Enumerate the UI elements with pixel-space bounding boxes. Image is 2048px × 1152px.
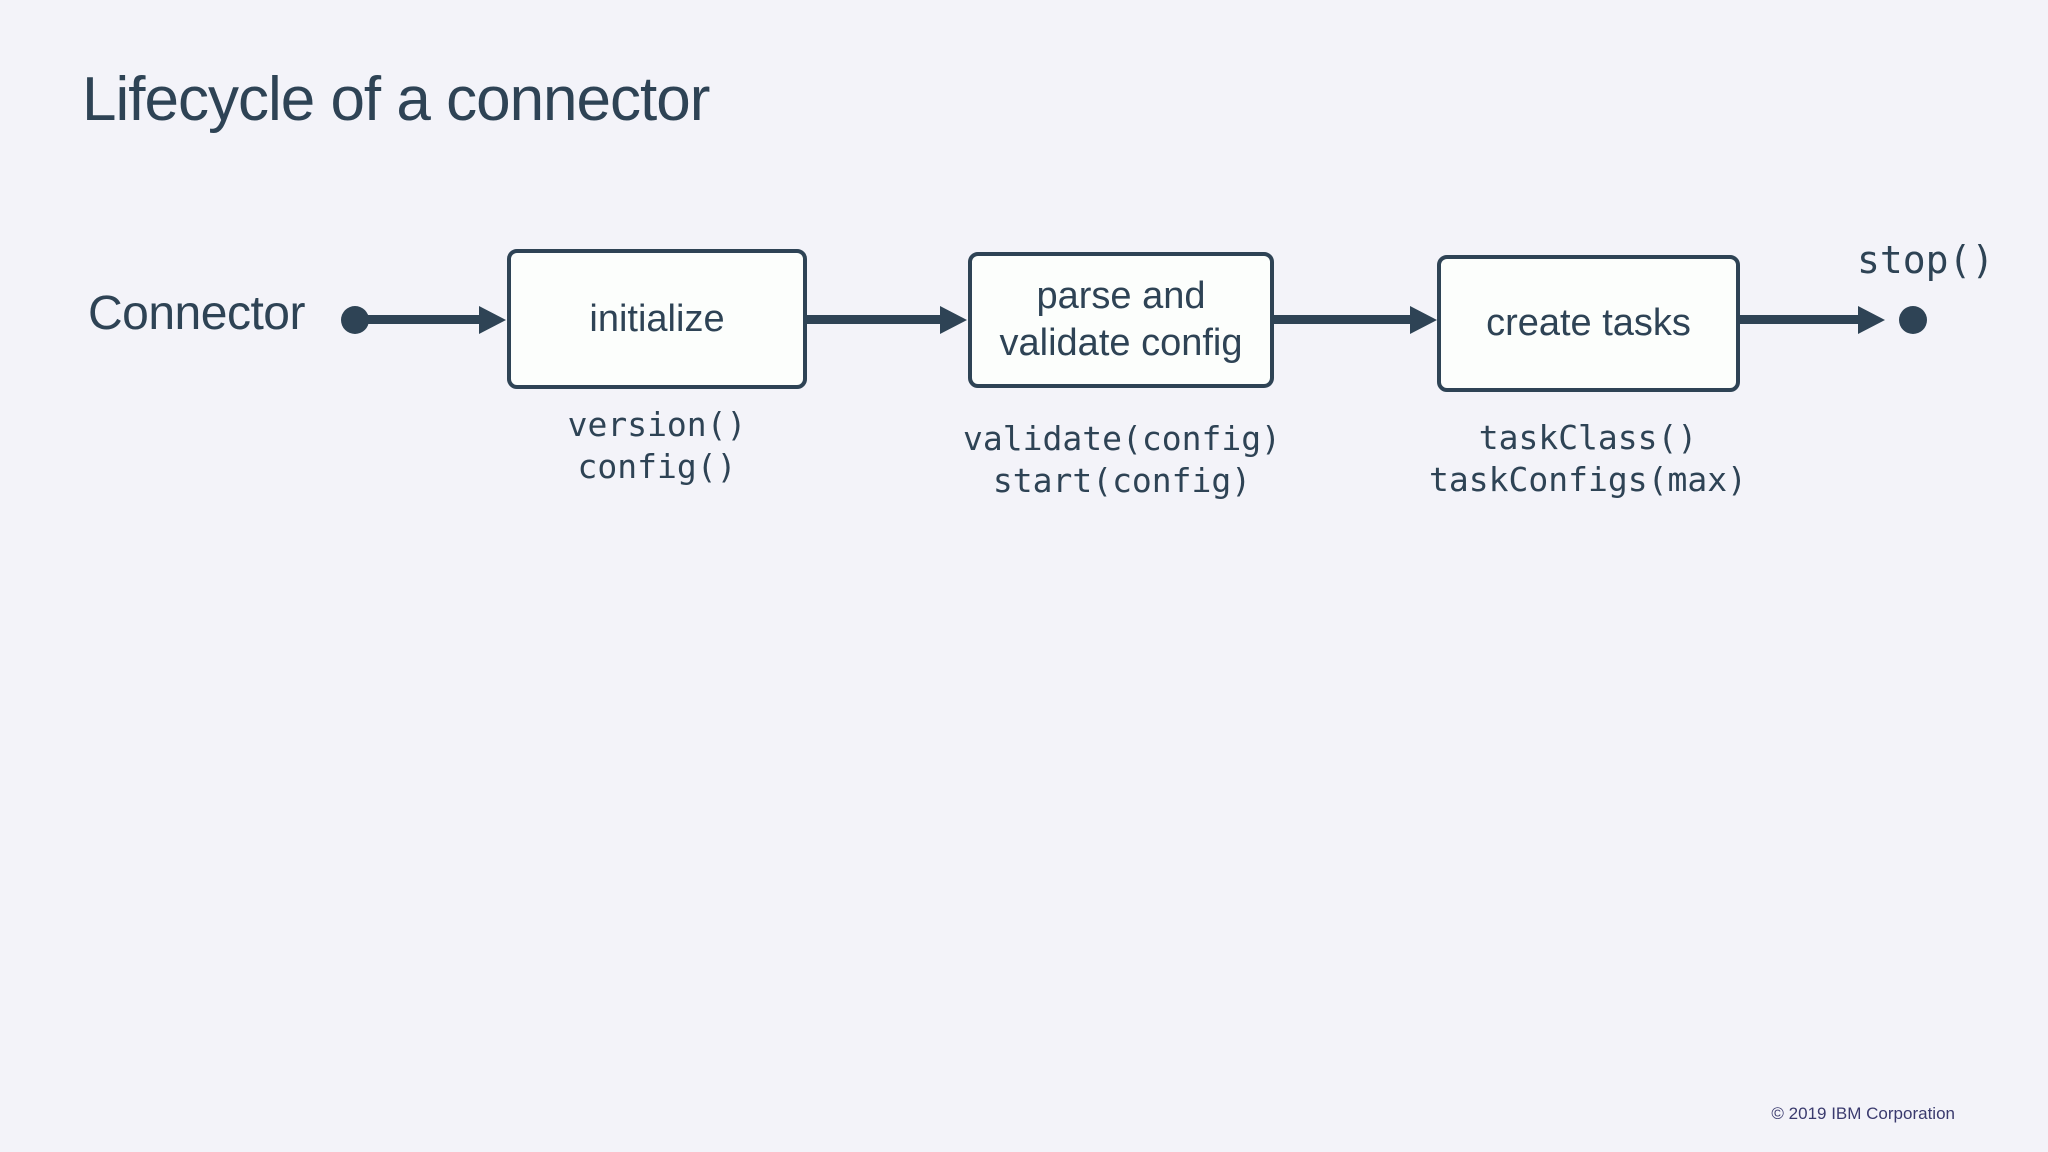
method-line: taskClass() — [1478, 418, 1698, 457]
methods-create-tasks: taskClass() taskConfigs(max) — [1338, 417, 1838, 501]
method-line: taskConfigs(max) — [1429, 460, 1747, 499]
methods-initialize: version() config() — [407, 404, 907, 488]
method-line: config() — [577, 447, 737, 486]
page-title: Lifecycle of a connector — [82, 65, 710, 134]
flow-arrow-2-icon — [806, 315, 940, 324]
start-node-icon — [341, 306, 369, 334]
copyright-notice: © 2019 IBM Corporation — [1771, 1104, 1955, 1123]
method-line: version() — [567, 405, 747, 444]
end-state-label: stop() — [1857, 238, 1995, 282]
end-node-icon — [1899, 306, 1927, 334]
flow-arrow-3-icon — [1274, 315, 1410, 324]
step-label: parse and validate config — [999, 275, 1243, 364]
flow-arrow-1-icon — [367, 315, 479, 324]
step-label: create tasks — [1486, 302, 1691, 344]
step-label: initialize — [589, 297, 725, 340]
step-box-initialize: initialize — [507, 249, 807, 389]
method-line: validate(config) — [963, 419, 1281, 458]
flow-arrow-4-icon — [1739, 315, 1858, 324]
method-line: start(config) — [992, 461, 1252, 500]
methods-parse-validate: validate(config) start(config) — [872, 418, 1372, 502]
start-state-label: Connector — [88, 287, 305, 340]
step-box-parse-validate: parse and validate config — [968, 252, 1274, 388]
step-box-create-tasks: create tasks — [1437, 255, 1740, 392]
